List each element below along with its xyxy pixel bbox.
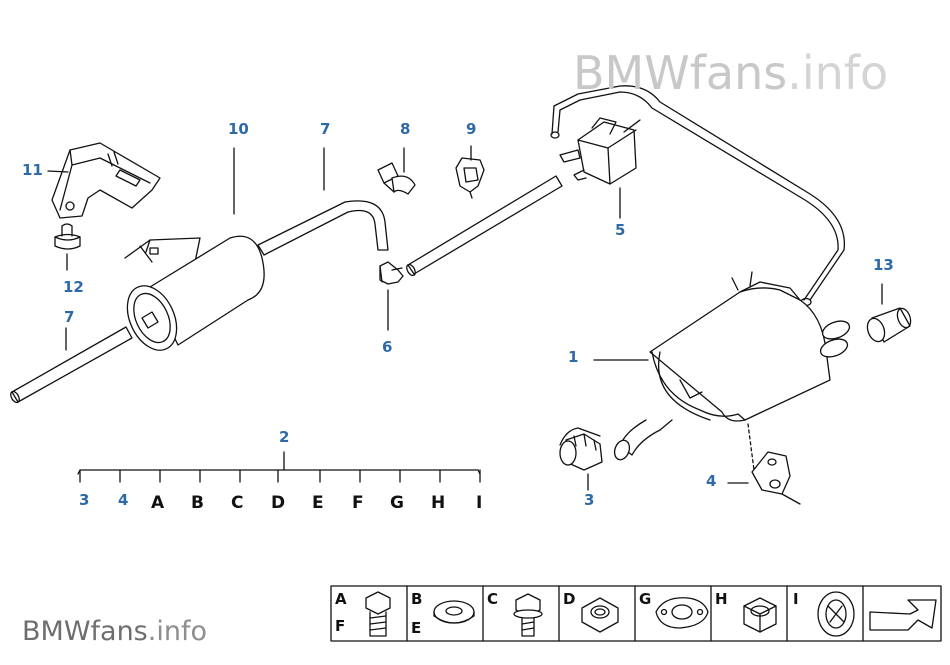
legend-letter-i: I <box>793 590 799 608</box>
legend-letter-c: C <box>487 590 499 608</box>
callout-6: 6 <box>382 338 393 356</box>
ruler-letter-f: F <box>352 493 364 513</box>
callout-13: 13 <box>873 256 894 274</box>
part-hose-7-mid <box>257 200 389 256</box>
part-valve-5 <box>559 117 641 185</box>
callout-4-right: 4 <box>706 472 717 490</box>
callout-2: 2 <box>279 428 290 446</box>
legend-letter-a: A <box>335 590 347 608</box>
ruler-letter-h: H <box>431 493 446 513</box>
part-kit-ruler-2 <box>77 451 481 483</box>
legend-letter-f: F <box>335 617 346 635</box>
watermark-top-brand: BMWfans <box>573 46 788 100</box>
part-clip-8 <box>377 162 416 195</box>
part-vent-pipe <box>550 85 846 307</box>
part-hose-long <box>406 175 563 277</box>
callout-4-ruler: 4 <box>118 491 129 509</box>
callout-9: 9 <box>466 120 477 138</box>
callout-11: 11 <box>22 161 43 179</box>
ruler-letter-d: D <box>271 493 286 513</box>
watermark-bottom-suffix: .info <box>147 616 207 647</box>
callout-3-right: 3 <box>584 491 595 509</box>
part-clamp-3 <box>559 427 603 471</box>
part-bolt-12 <box>54 223 81 250</box>
part-exhaust-tip-13 <box>866 307 912 343</box>
guide-line <box>747 423 755 471</box>
ruler-letter-g: G <box>390 493 404 513</box>
legend-letter-g: G <box>639 590 652 608</box>
ruler-letter-e: E <box>312 493 324 513</box>
callout-7-mid: 7 <box>320 120 331 138</box>
watermark-bottom-brand: BMWfans <box>22 616 148 647</box>
part-connector-6 <box>379 261 404 285</box>
ruler-letter-c: C <box>231 493 244 513</box>
ruler-letter-b: B <box>191 493 204 513</box>
legend-letter-e: E <box>411 619 422 637</box>
part-mount-4 <box>751 451 801 505</box>
legend-strip <box>330 585 942 642</box>
leader-11 <box>47 170 69 173</box>
part-canister-10 <box>124 235 265 351</box>
watermark-top-suffix: .info <box>787 46 889 100</box>
part-muffler-1 <box>613 271 851 461</box>
callout-10: 10 <box>228 120 249 138</box>
watermark-top: BMWfans.info <box>573 50 888 96</box>
ruler-letter-i: I <box>476 493 483 513</box>
part-bracket-11 <box>51 142 161 219</box>
part-clamp-9 <box>455 157 485 199</box>
callout-12: 12 <box>63 278 84 296</box>
callout-5: 5 <box>615 221 626 239</box>
watermark-bottom: BMWfans.info <box>22 618 207 645</box>
legend-letter-d: D <box>563 590 576 608</box>
part-hose-7-left <box>10 326 133 404</box>
ruler-letter-a: A <box>151 493 165 513</box>
callout-3-ruler: 3 <box>79 491 90 509</box>
legend-letter-b: B <box>411 590 423 608</box>
callout-7-left: 7 <box>64 308 75 326</box>
callout-8: 8 <box>400 120 411 138</box>
legend-letter-h: H <box>715 590 728 608</box>
callout-1: 1 <box>568 348 579 366</box>
